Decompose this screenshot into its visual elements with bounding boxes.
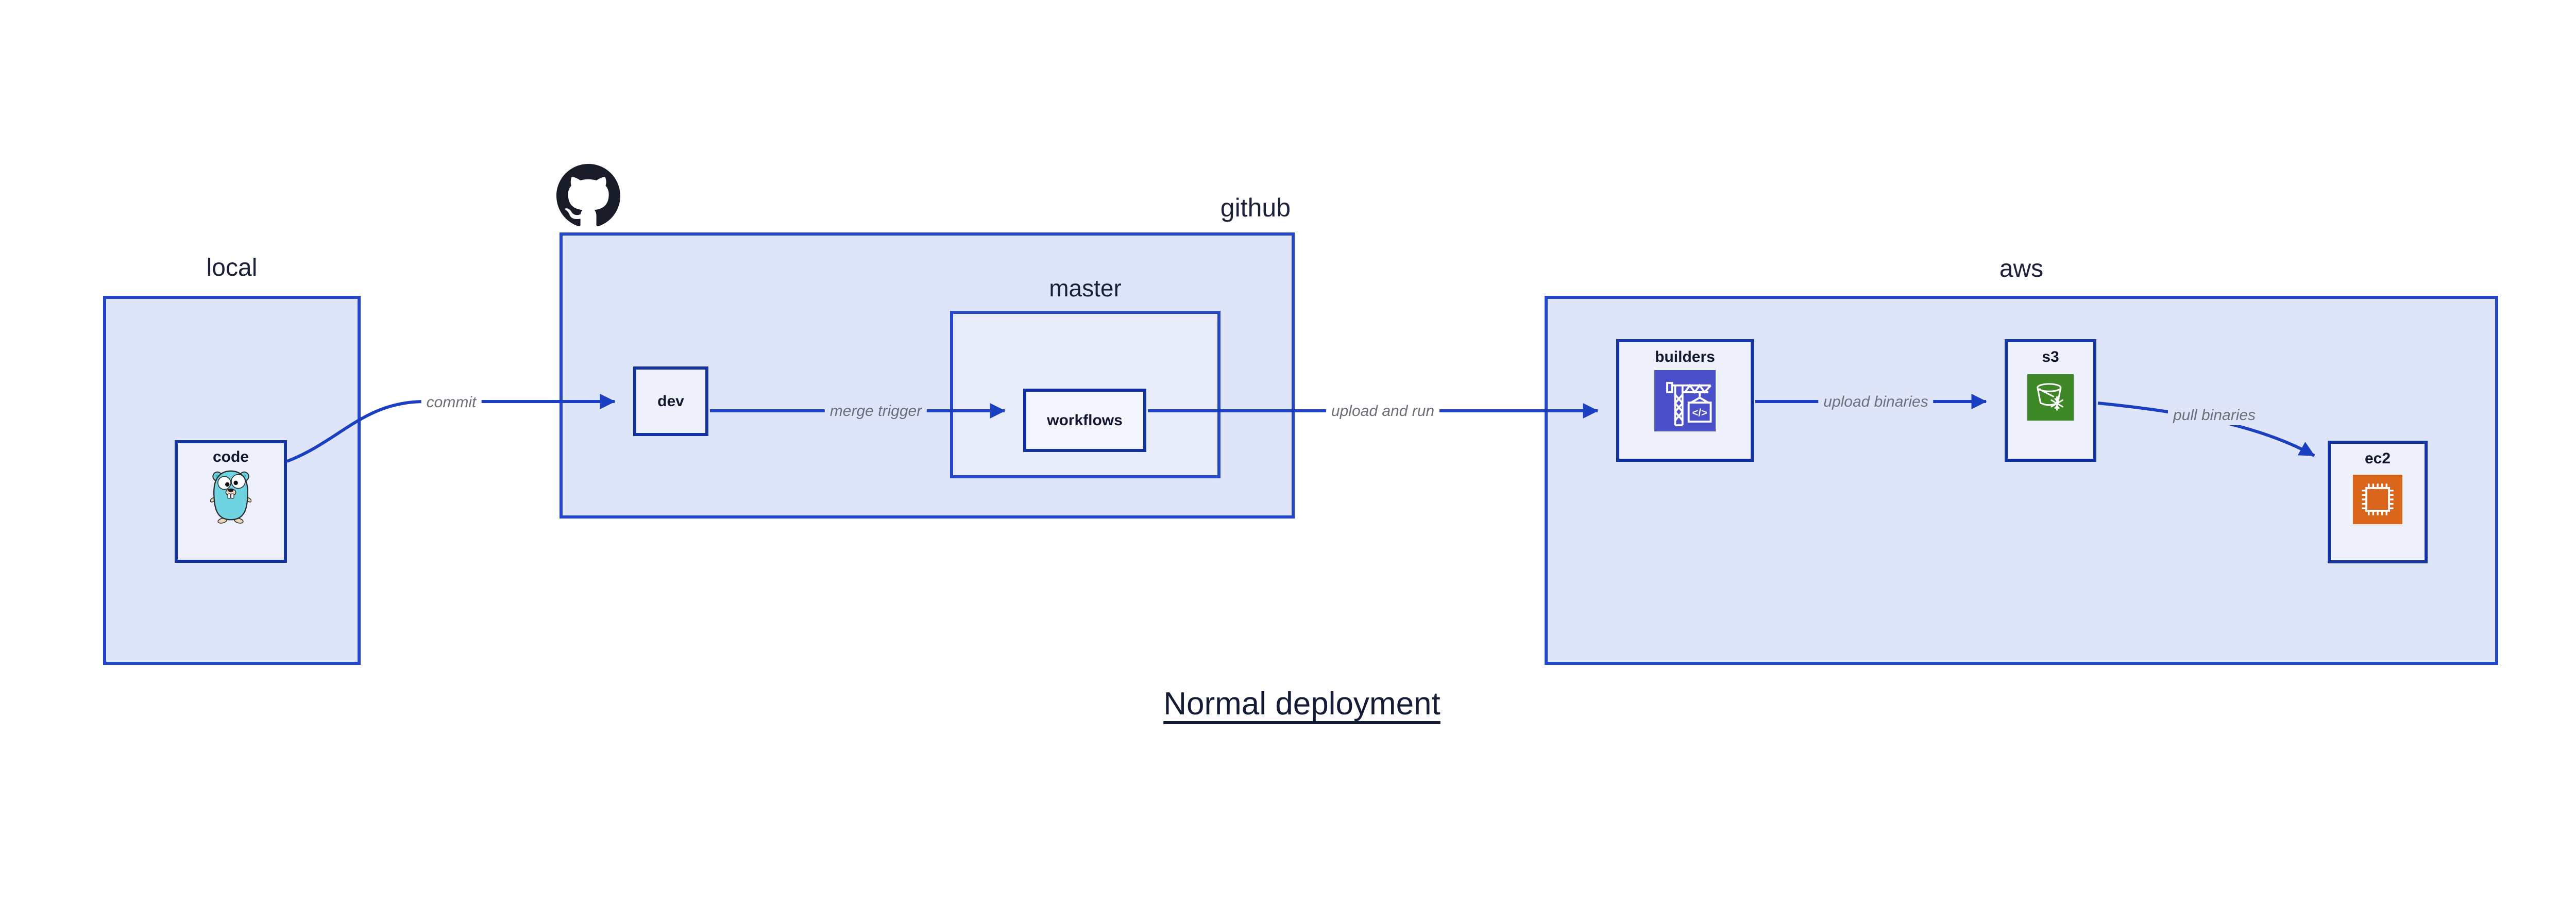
edge-label-commit: commit bbox=[421, 393, 482, 412]
node-code: code bbox=[175, 440, 287, 563]
node-dev-branch: dev bbox=[633, 366, 708, 436]
go-gopher-icon bbox=[210, 470, 251, 524]
github-container-label: github bbox=[1220, 193, 1291, 222]
aws-s3-glacier-bucket-icon bbox=[2027, 374, 2074, 421]
node-s3: s3 bbox=[2005, 339, 2096, 462]
local-container-label: local bbox=[206, 254, 258, 281]
node-workflows-label: workflows bbox=[1047, 411, 1123, 429]
edge-label-merge-trigger: merge trigger bbox=[824, 402, 927, 421]
codebuild-icon-code-glyph: </> bbox=[1692, 407, 1707, 419]
node-ec2: ec2 bbox=[2328, 441, 2428, 563]
node-builders: builders </> bbox=[1616, 339, 1754, 462]
node-builders-label: builders bbox=[1655, 348, 1715, 365]
aws-ec2-chip-icon bbox=[2353, 475, 2402, 524]
diagram-title: Normal deployment bbox=[1163, 686, 1440, 722]
edge-label-upload-and-run: upload and run bbox=[1326, 402, 1440, 421]
node-ec2-label: ec2 bbox=[2364, 450, 2391, 467]
master-branch-label: master bbox=[1049, 275, 1122, 302]
node-s3-label: s3 bbox=[2042, 348, 2059, 365]
node-dev-label: dev bbox=[657, 392, 684, 410]
node-workflows: workflows bbox=[1023, 389, 1146, 452]
node-code-label: code bbox=[212, 448, 249, 465]
github-octocat-icon bbox=[556, 164, 620, 226]
aws-codebuild-crane-icon: </> bbox=[1654, 370, 1716, 431]
edge-label-upload-binaries: upload binaries bbox=[1818, 392, 1934, 412]
edge-label-pull-binaries: pull binaries bbox=[2167, 406, 2261, 425]
aws-container-label: aws bbox=[1999, 255, 2044, 282]
